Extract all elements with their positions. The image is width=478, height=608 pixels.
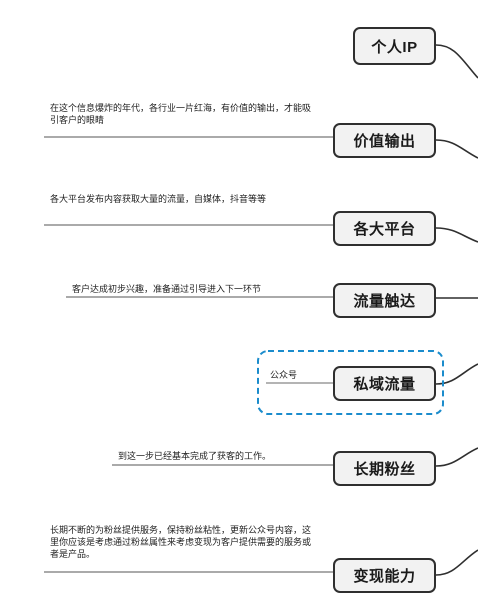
node-value-output[interactable]: 价值输出 <box>333 123 436 158</box>
node-traffic-reach-label: 流量触达 <box>353 293 416 310</box>
node-monetization-label: 变现能力 <box>353 568 416 585</box>
note-value-output: 在这个信息爆炸的年代，各行业一片红海，有价值的输出，才能吸引客户的眼睛 <box>50 104 312 126</box>
node-platforms[interactable]: 各大平台 <box>333 211 436 246</box>
connector-branch-6 <box>435 549 478 576</box>
note-traffic-reach: 客户达成初步兴趣，准备通过引导进入下一环节 <box>72 285 262 295</box>
node-root-label: 个人IP <box>371 38 418 56</box>
node-platforms-label: 各大平台 <box>353 221 416 238</box>
node-traffic-reach[interactable]: 流量触达 <box>333 283 436 318</box>
note-monetization: 长期不断的为粉丝提供服务，保持粉丝粘性，更新公众号内容，这里你应该是考虑通过粉丝… <box>50 526 312 560</box>
node-value-output-label: 价值输出 <box>353 133 416 150</box>
node-long-term-fans[interactable]: 长期粉丝 <box>333 451 436 486</box>
connector-branch-5 <box>435 447 478 467</box>
connector-branch-1 <box>435 139 478 159</box>
sub-label-gongzhonghao: 公众号 <box>270 371 298 381</box>
node-private-traffic-label: 私域流量 <box>353 376 416 393</box>
note-long-term-fans: 到这一步已经基本完成了获客的工作。 <box>118 452 272 462</box>
node-monetization[interactable]: 变现能力 <box>333 558 436 593</box>
connector-root <box>435 44 478 79</box>
note-platforms: 各大平台发布内容获取大量的流量，自媒体，抖音等等 <box>50 195 267 205</box>
connector-branch-4 <box>435 363 478 385</box>
highlight-boundary <box>257 350 444 415</box>
node-private-traffic[interactable]: 私域流量 <box>333 366 436 401</box>
node-root[interactable]: 个人IP <box>353 27 436 65</box>
connector-branch-2 <box>435 227 478 243</box>
node-long-term-fans-label: 长期粉丝 <box>353 461 416 478</box>
